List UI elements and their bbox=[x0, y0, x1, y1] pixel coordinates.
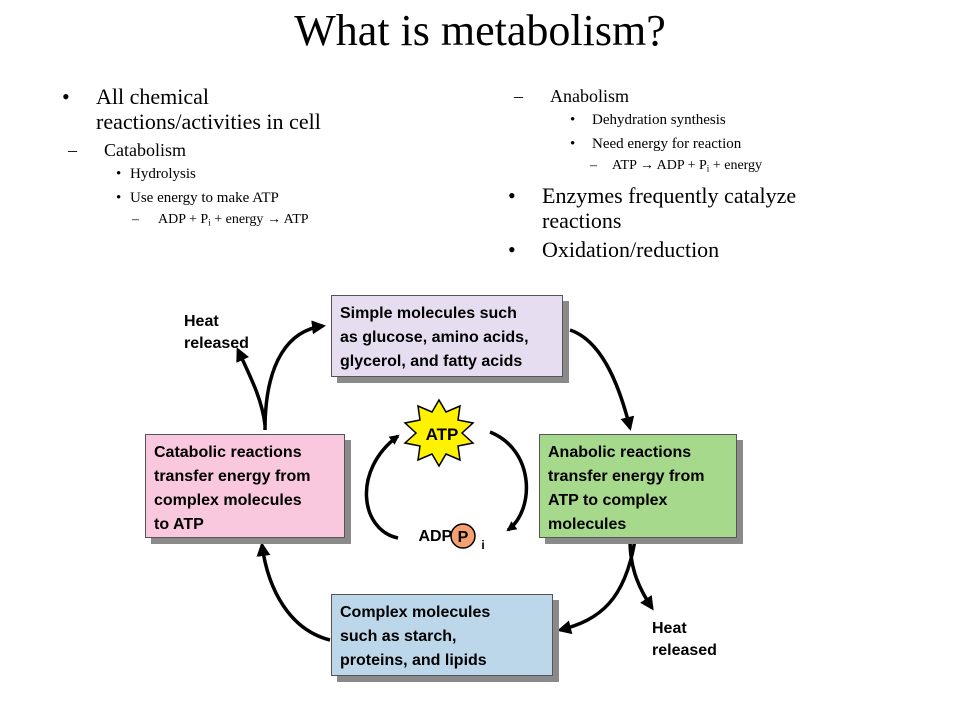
arrow-adp-to-atp bbox=[364, 434, 400, 540]
heat-released-left-label: Heat released bbox=[184, 311, 249, 355]
box-line: ATP to complex bbox=[548, 492, 668, 509]
box-line: glycerol, and fatty acids bbox=[340, 353, 523, 370]
arrow-catabolic-to-simple bbox=[263, 320, 326, 431]
arrow-right-icon: → bbox=[266, 212, 281, 227]
list-item-oxidation: Oxidation/reduction bbox=[508, 237, 796, 262]
heat-label-line: Heat bbox=[184, 313, 219, 330]
complex-molecules-box: Complex molecules such as starch, protei… bbox=[331, 594, 553, 676]
list-item-text: Anabolism bbox=[550, 86, 629, 106]
subscript: i bbox=[208, 217, 211, 228]
arrow-heat-left bbox=[236, 347, 267, 426]
list-item-hydrolysis: Hydrolysis bbox=[62, 162, 321, 186]
box-line: Simple molecules such bbox=[340, 305, 517, 322]
list-item-anabolism: Anabolism bbox=[508, 84, 796, 108]
list-item-text: Use energy to make ATP bbox=[130, 190, 279, 206]
box-line: as glucose, amino acids, bbox=[340, 329, 529, 346]
heat-label-line: released bbox=[184, 335, 249, 352]
adp-label: ADP+ bbox=[418, 528, 461, 545]
phosphate-subscript: i bbox=[481, 538, 484, 552]
box-line: transfer energy from bbox=[154, 468, 311, 485]
list-item-need-energy: Need energy for reaction bbox=[508, 132, 796, 156]
box-line: complex molecules bbox=[154, 492, 302, 509]
atp-label: ATP bbox=[426, 425, 459, 444]
arrow-heat-right bbox=[628, 539, 654, 611]
left-bullet-list: All chemical reactions/activities in cel… bbox=[62, 84, 321, 233]
list-item-text: Enzymes frequently catalyze bbox=[542, 182, 797, 208]
phosphate-label: P bbox=[458, 529, 469, 546]
list-item-text: Oxidation/reduction bbox=[542, 236, 720, 262]
box-line: to ATP bbox=[154, 516, 204, 533]
simple-molecules-box: Simple molecules such as glucose, amino … bbox=[331, 295, 563, 377]
list-item-text: Dehydration synthesis bbox=[592, 112, 726, 128]
anabolic-reactions-box: Anabolic reactions transfer energy from … bbox=[539, 434, 737, 538]
list-item-text: reactions/activities in cell bbox=[96, 109, 321, 134]
list-item-text: Catabolism bbox=[104, 140, 186, 160]
box-line: transfer energy from bbox=[548, 468, 705, 485]
equation-text: ADP + P bbox=[158, 212, 209, 227]
heat-label-line: released bbox=[652, 642, 717, 659]
list-item-anabolism-equation: ATP → ADP + Pi + energy bbox=[508, 156, 796, 179]
heat-released-right-label: Heat released bbox=[652, 618, 717, 662]
subscript: i bbox=[706, 163, 710, 174]
equation-text: + energy bbox=[210, 212, 267, 227]
list-item-catabolism-equation: ADP + Pi + energy → ATP bbox=[62, 210, 321, 233]
arrow-right-icon: → bbox=[639, 158, 654, 173]
box-line: such as starch, bbox=[340, 628, 457, 645]
arrow-simple-to-anabolic bbox=[569, 328, 635, 431]
list-item-dehydration: Dehydration synthesis bbox=[508, 108, 796, 132]
equation-text: ATP bbox=[280, 212, 309, 227]
list-item-use-energy: Use energy to make ATP bbox=[62, 186, 321, 210]
list-item-chemical-reactions: All chemical reactions/activities in cel… bbox=[62, 84, 321, 134]
list-item-text: reactions bbox=[542, 207, 622, 233]
catabolic-reactions-box: Catabolic reactions transfer energy from… bbox=[145, 434, 345, 538]
page-title: What is metabolism? bbox=[294, 6, 666, 55]
box-line: Anabolic reactions bbox=[548, 444, 692, 461]
atp-burst-icon bbox=[403, 398, 475, 468]
box-line: proteins, and lipids bbox=[340, 652, 487, 669]
list-item-enzymes: Enzymes frequently catalyze reactions bbox=[508, 183, 796, 233]
box-line: Catabolic reactions bbox=[154, 444, 302, 461]
phosphate-icon bbox=[450, 523, 476, 549]
list-item-text: Need energy for reaction bbox=[592, 136, 742, 152]
box-line: Complex molecules bbox=[340, 604, 491, 621]
list-item-text: Hydrolysis bbox=[130, 166, 196, 182]
arrow-atp-to-adp bbox=[489, 430, 529, 532]
equation-text: ATP bbox=[612, 158, 640, 173]
list-item-catabolism: Catabolism bbox=[62, 138, 321, 162]
list-item-text: All chemical bbox=[96, 84, 210, 109]
arrow-anabolic-to-complex bbox=[557, 539, 637, 635]
arrow-complex-to-catabolic bbox=[256, 542, 331, 642]
equation-text: + energy bbox=[709, 158, 763, 173]
right-bullet-list: Anabolism Dehydration synthesis Need ene… bbox=[508, 84, 796, 262]
equation-text: ADP + P bbox=[653, 158, 707, 173]
box-line: molecules bbox=[548, 516, 627, 533]
heat-label-line: Heat bbox=[652, 620, 687, 637]
